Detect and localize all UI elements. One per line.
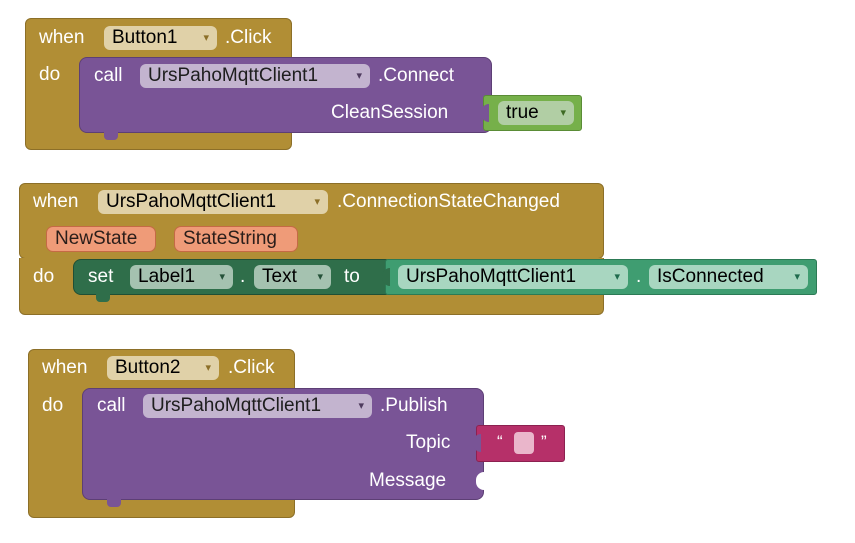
chevron-down-icon: ▾ <box>356 70 362 82</box>
param-label-cleansession: CleanSession <box>331 102 449 123</box>
component-dropdown-button1[interactable]: Button1 ▾ <box>104 26 217 50</box>
input-socket <box>473 434 481 452</box>
input-socket <box>481 104 489 122</box>
do-keyword: do <box>42 395 64 416</box>
chevron-down-icon: ▾ <box>219 271 225 283</box>
property-dropdown-text[interactable]: Text ▾ <box>254 265 331 289</box>
when-keyword: when <box>39 27 85 48</box>
chevron-down-icon: ▾ <box>203 32 209 44</box>
when-keyword: when <box>42 357 88 378</box>
chevron-down-icon: ▾ <box>358 400 364 412</box>
property-label: Text <box>262 266 297 287</box>
close-quote: ” <box>541 432 547 451</box>
param-label: StateString <box>183 228 277 249</box>
component-dropdown-mqtt-client[interactable]: UrsPahoMqttClient1 ▾ <box>98 190 328 214</box>
to-keyword: to <box>344 266 360 287</box>
component-label: Button1 <box>112 27 178 48</box>
set-keyword: set <box>88 266 114 287</box>
param-label-topic: Topic <box>406 432 451 453</box>
param-chip-newstate[interactable]: NewState <box>46 226 156 252</box>
set-label-text-block[interactable] <box>73 259 393 295</box>
do-keyword: do <box>33 266 55 287</box>
chevron-down-icon: ▾ <box>560 107 566 119</box>
boolean-dropdown[interactable]: true ▾ <box>498 101 574 125</box>
chevron-down-icon: ▾ <box>314 196 320 208</box>
event-name: .Click <box>225 27 272 48</box>
dot-separator: . <box>240 266 246 287</box>
boolean-value: true <box>506 102 539 123</box>
chevron-down-icon: ▾ <box>794 271 800 283</box>
chevron-down-icon: ▾ <box>205 362 211 374</box>
call-keyword: call <box>94 65 123 86</box>
param-label-message: Message <box>369 470 447 491</box>
component-label: UrsPahoMqttClient1 <box>151 395 322 416</box>
event-name: .ConnectionStateChanged <box>337 191 560 212</box>
call-keyword: call <box>97 395 126 416</box>
component-dropdown-label1[interactable]: Label1 ▾ <box>130 265 233 289</box>
event-name: .Click <box>228 357 275 378</box>
component-label: UrsPahoMqttClient1 <box>106 191 277 212</box>
property-label: IsConnected <box>657 266 764 287</box>
param-label: NewState <box>55 228 138 249</box>
do-keyword: do <box>39 64 61 85</box>
block-notch <box>104 132 118 140</box>
param-chip-statestring[interactable]: StateString <box>174 226 298 252</box>
chevron-down-icon: ▾ <box>317 271 323 283</box>
component-dropdown-button2[interactable]: Button2 ▾ <box>107 356 219 380</box>
text-input-field[interactable] <box>514 432 534 454</box>
component-dropdown-mqtt-client[interactable]: UrsPahoMqttClient1 ▾ <box>143 394 372 418</box>
block-notch <box>96 294 110 302</box>
chevron-down-icon: ▾ <box>614 271 620 283</box>
property-dropdown-isconnected[interactable]: IsConnected ▾ <box>649 265 808 289</box>
method-name: .Connect <box>378 65 455 86</box>
component-label: Button2 <box>115 357 181 378</box>
component-dropdown-mqtt-client[interactable]: UrsPahoMqttClient1 ▾ <box>140 64 370 88</box>
message-input-socket[interactable] <box>476 472 485 490</box>
input-socket <box>382 268 390 286</box>
open-quote: “ <box>497 432 503 451</box>
component-label: Label1 <box>138 266 196 287</box>
dot-separator: . <box>636 266 642 287</box>
block-notch <box>107 499 121 507</box>
when-keyword: when <box>33 191 79 212</box>
component-dropdown-mqtt-client[interactable]: UrsPahoMqttClient1 ▾ <box>398 265 628 289</box>
component-label: UrsPahoMqttClient1 <box>406 266 577 287</box>
component-label: UrsPahoMqttClient1 <box>148 65 319 86</box>
method-name: .Publish <box>380 395 448 416</box>
